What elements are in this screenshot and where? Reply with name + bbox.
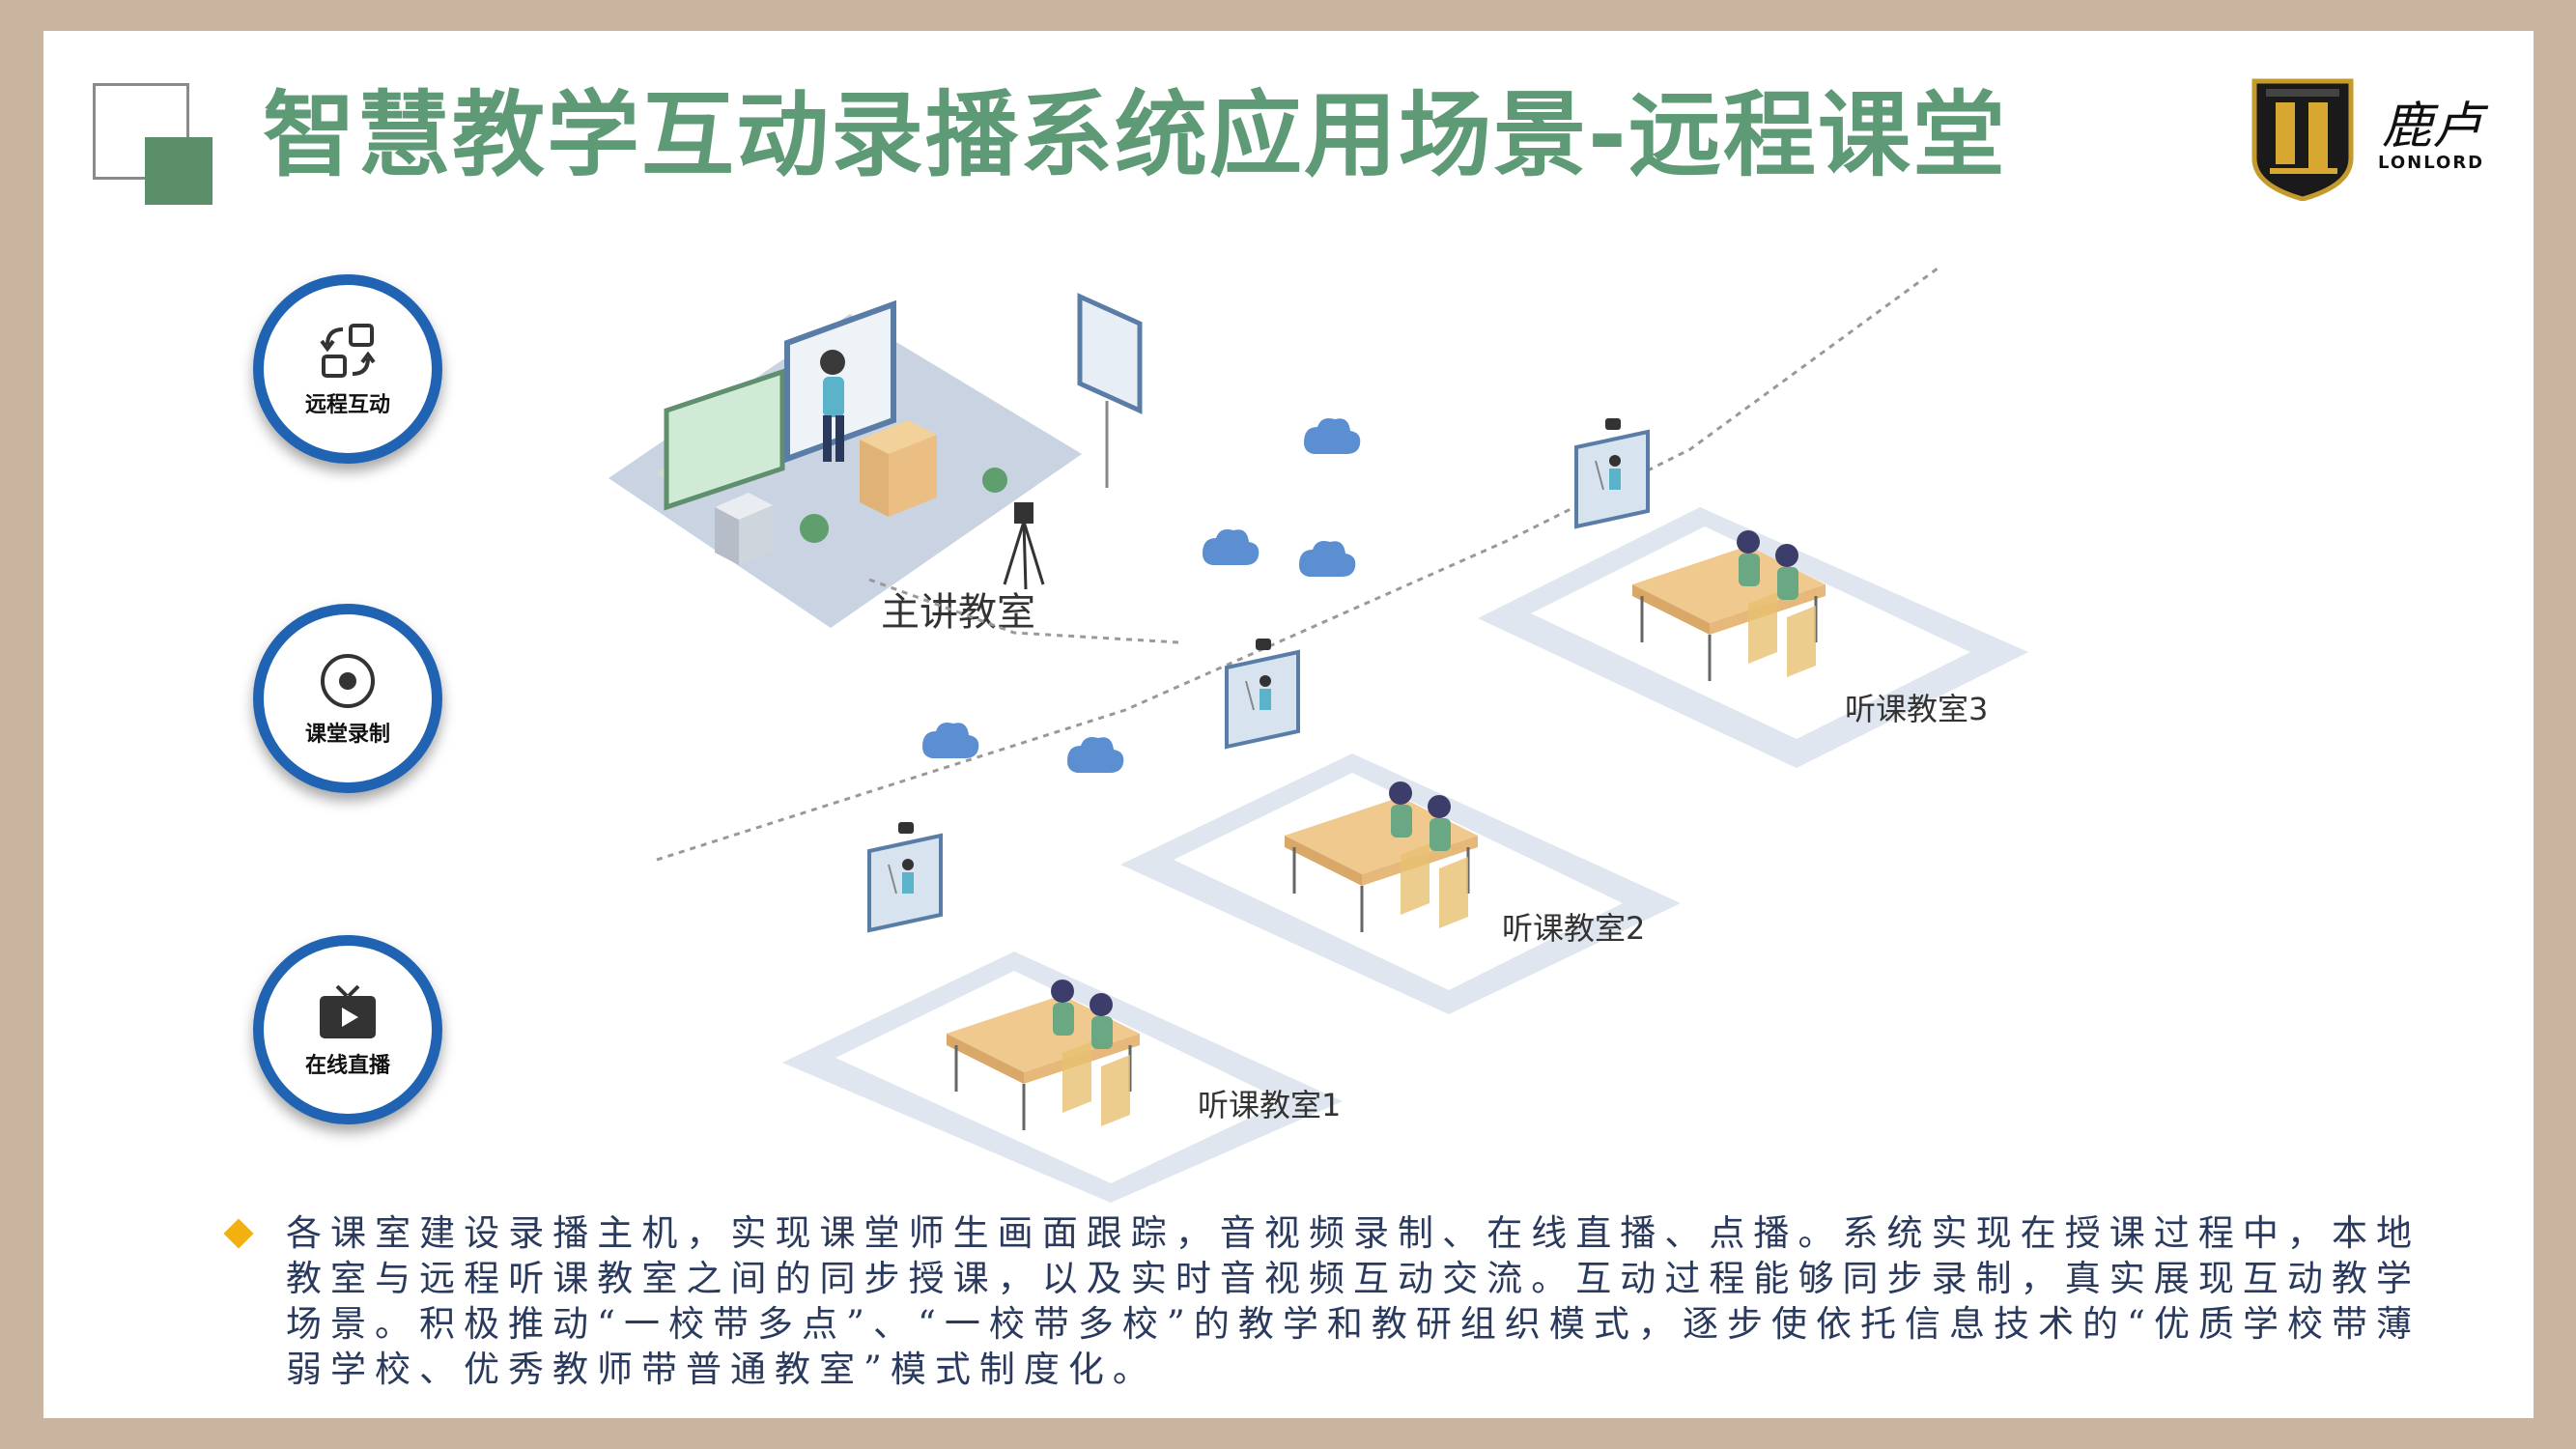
record-icon	[321, 654, 375, 708]
feature-class-recording[interactable]: 课堂录制	[253, 604, 442, 793]
logo-en-text: LONLORD	[2378, 153, 2485, 173]
remote-classroom-illustration: 主讲教室 听课教室3 听课教室2 听课教室1	[609, 264, 2028, 1203]
room-label-3: 听课教室3	[1845, 691, 1988, 727]
feature-label: 课堂录制	[304, 723, 390, 747]
feature-label: 在线直播	[304, 1054, 390, 1078]
page-title: 智慧教学互动录播系统应用场景-远程课堂	[263, 81, 2007, 189]
description-text: 各课室建设录播主机，实现课堂师生画面跟踪，音视频录制、在线直播、点播。系统实现在…	[286, 1212, 2420, 1390]
sync-icon	[320, 324, 376, 378]
feature-live-stream[interactable]: 在线直播	[253, 935, 442, 1124]
lonlord-logo	[2251, 78, 2354, 201]
decor-square-filled	[145, 137, 212, 205]
room-label-2: 听课教室2	[1502, 910, 1645, 947]
feature-remote-interaction[interactable]: 远程互动	[253, 274, 442, 464]
tv-play-icon	[320, 984, 376, 1038]
feature-label: 远程互动	[304, 393, 390, 417]
room-label-1: 听课教室1	[1198, 1087, 1341, 1123]
logo-cn-text: 鹿卢	[2382, 98, 2483, 156]
